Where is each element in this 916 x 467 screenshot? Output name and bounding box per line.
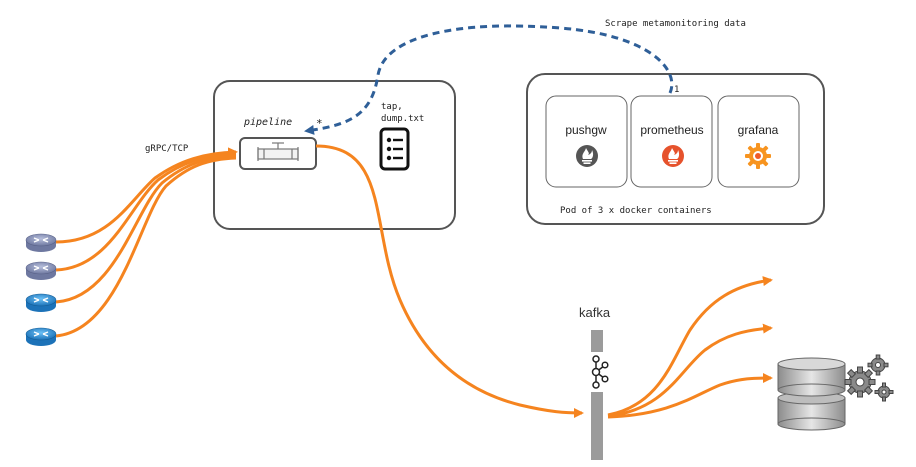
valve-icon — [257, 142, 299, 161]
router-1 — [25, 233, 57, 252]
kafka-label: kafka — [579, 305, 611, 320]
flow-router-3 — [55, 154, 237, 304]
prometheus-icon-orange — [662, 145, 684, 167]
pod-caption: Pod of 3 x docker containers — [560, 206, 712, 216]
scrape-count: 1 — [674, 85, 679, 95]
flow-router-2 — [55, 152, 237, 272]
kafka-bar — [591, 330, 603, 460]
dump-label: dump.txt — [381, 114, 424, 124]
flow-pipeline-to-kafka — [315, 144, 584, 418]
prometheus-icon-grey — [576, 145, 598, 167]
router-icon — [33, 237, 49, 243]
container-label-grafana: grafana — [738, 123, 779, 137]
tap-label: tap, — [381, 102, 403, 112]
flow-kafka-out-2 — [607, 323, 773, 418]
pipeline-star: * — [316, 117, 323, 130]
router-icon — [33, 331, 49, 337]
flow-kafka-out-3 — [607, 373, 773, 419]
kafka-icon — [589, 352, 609, 392]
flow-router-1 — [55, 147, 238, 244]
router-3 — [25, 293, 57, 312]
database-icon — [777, 357, 846, 431]
router-2 — [25, 261, 57, 280]
scrape-arrow — [304, 24, 674, 135]
grpc-label: gRPC/TCP — [145, 144, 189, 154]
flow-kafka-out-1 — [607, 276, 773, 417]
container-box-prometheus — [630, 95, 713, 188]
router-icon — [33, 265, 49, 271]
document-list-icon — [379, 127, 410, 171]
router-icon — [33, 297, 49, 303]
container-label-pushgw: pushgw — [565, 123, 607, 137]
pipeline-label: pipeline — [243, 117, 292, 128]
container-box-grafana — [717, 95, 800, 188]
container-box-pushgw — [545, 95, 628, 188]
grafana-icon — [745, 143, 771, 169]
gears-icon — [844, 354, 894, 402]
scrape-label: Scrape metamonitoring data — [605, 19, 746, 29]
flow-router-4 — [55, 156, 237, 338]
container-label-prometheus: prometheus — [640, 123, 703, 137]
router-4 — [25, 327, 57, 346]
